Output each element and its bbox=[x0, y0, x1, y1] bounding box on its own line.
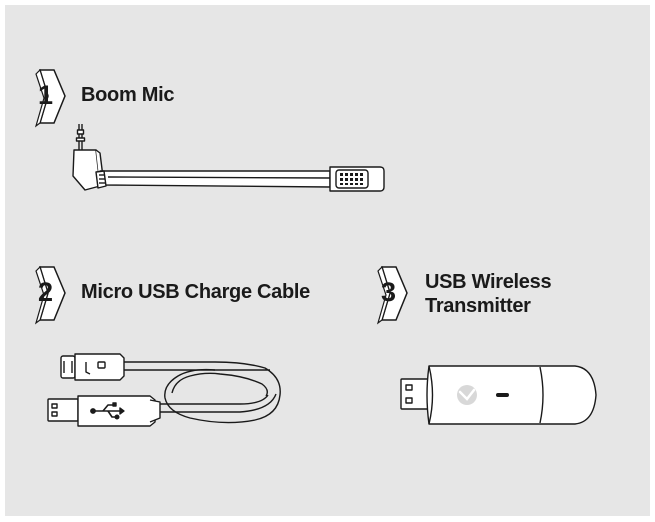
item-2-number: 2 bbox=[38, 277, 54, 307]
item-2-badge-icon bbox=[34, 265, 66, 325]
item-1-number: 1 bbox=[38, 80, 54, 110]
contents-panel bbox=[5, 5, 650, 516]
item-2-label: Micro USB Charge Cable bbox=[81, 281, 311, 303]
item-3-label-line2: Transmitter bbox=[425, 295, 531, 317]
item-1-badge-icon bbox=[34, 68, 66, 128]
item-3-badge-icon bbox=[376, 265, 408, 325]
item-1-label: Boom Mic bbox=[81, 84, 175, 106]
item-3-label-line1: USB Wireless bbox=[425, 271, 552, 293]
item-3-number: 3 bbox=[381, 277, 397, 307]
